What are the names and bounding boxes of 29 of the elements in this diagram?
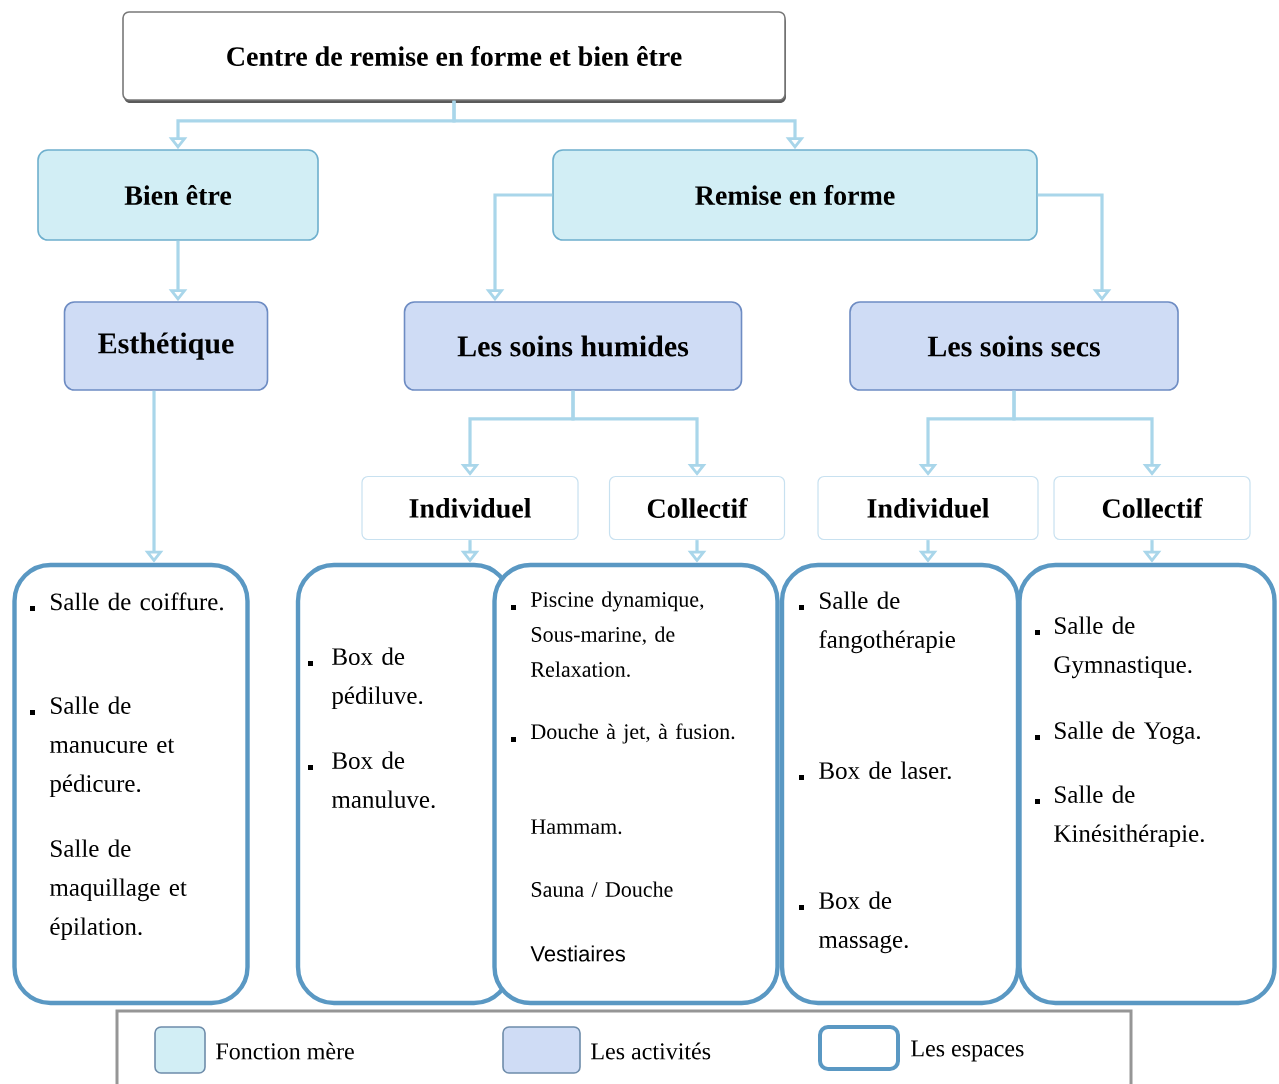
list-item: Salle de maquillage et épilation. bbox=[49, 839, 187, 941]
list-item: Sauna / Douche bbox=[531, 881, 673, 897]
list-item: Box de massage. bbox=[799, 891, 908, 954]
category-box: Individuel bbox=[361, 475, 579, 541]
legend-label: Fonction mère bbox=[216, 1042, 354, 1060]
category-box: Individuel bbox=[817, 475, 1039, 541]
category-box: Collectif bbox=[1053, 475, 1251, 541]
list-item: Salle de Gymnastique. bbox=[1035, 616, 1192, 679]
activity-box: Les soins secs bbox=[849, 301, 1179, 391]
list-item: Vestiaires bbox=[530, 945, 625, 962]
category-box: Collectif bbox=[608, 475, 786, 541]
list-item: Salle de Yoga. bbox=[1035, 721, 1200, 745]
title-box: Centre de remise en forme et bien être bbox=[122, 11, 786, 103]
legend-label: Les espaces bbox=[911, 1040, 1024, 1062]
list-item: Salle de fangothérapie bbox=[799, 591, 955, 654]
list-item: Salle de coiffure. bbox=[30, 592, 223, 611]
function-box: Remise en forme bbox=[552, 149, 1038, 241]
list-item: Salle de Kinésithérapie. bbox=[1035, 785, 1204, 848]
legend-label: Les activités bbox=[591, 1042, 711, 1060]
list-item: Hammam. bbox=[531, 819, 622, 835]
list-item: Box de pédiluve. bbox=[308, 647, 423, 710]
list-item: Piscine dynamique, Sous-marine, de Relaxation. bbox=[511, 591, 704, 677]
list-item: Douche à jet, à fusion. bbox=[511, 723, 735, 744]
activity-box: Les soins humides bbox=[403, 301, 743, 391]
activity-box: Esthétique bbox=[63, 301, 269, 391]
list-item: Box de manuluve. bbox=[308, 751, 435, 809]
function-box: Bien être bbox=[37, 149, 319, 241]
list-item: Box de laser. bbox=[799, 761, 951, 780]
list-item: Salle de manucure et pédicure. bbox=[30, 696, 175, 798]
